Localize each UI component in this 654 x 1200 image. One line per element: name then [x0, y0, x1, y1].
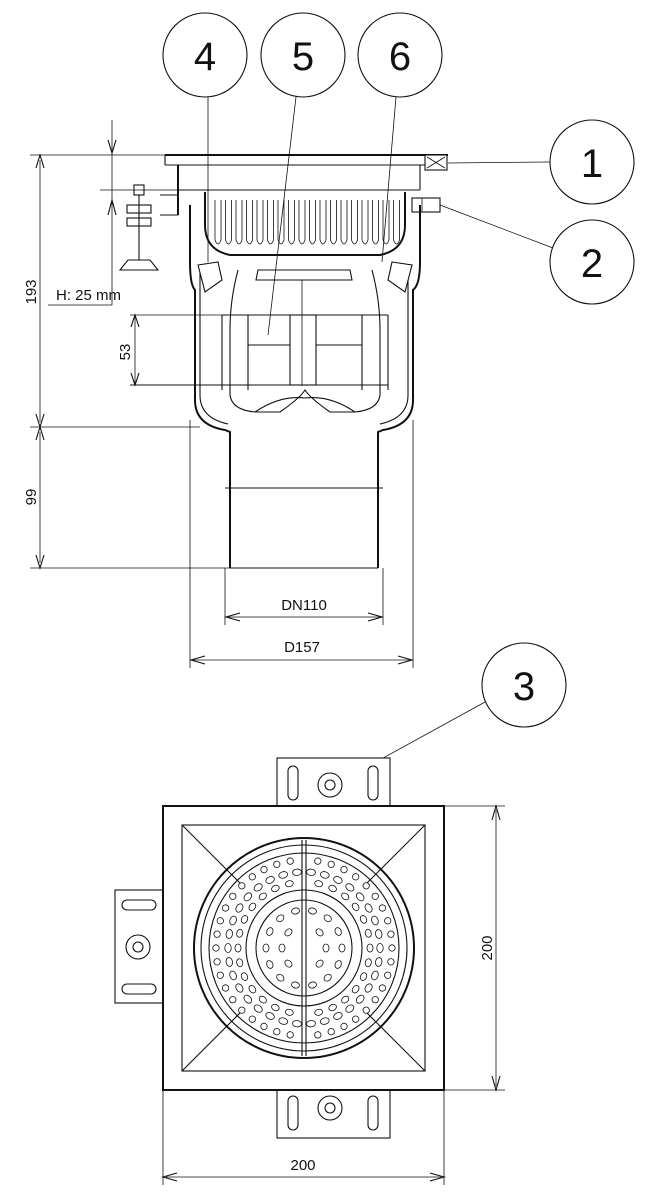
balloons: 4 5 6 1 2 3: [162, 12, 635, 769]
gasket-left: [197, 261, 223, 293]
plan-view: [114, 757, 445, 1139]
balloon-1-label: 1: [581, 142, 603, 186]
balloon-3-label: 3: [513, 665, 535, 709]
bracket-top: [276, 757, 391, 807]
balloon-4-label: 4: [194, 35, 216, 79]
bracket-left: [114, 889, 164, 1004]
plan-frame-inner: [181, 824, 426, 1072]
plan-frame-outer: [162, 805, 445, 1091]
dim-outlet-dn: DN110: [281, 597, 327, 614]
balloon-4: [162, 12, 248, 98]
balloon-6: [357, 12, 443, 98]
balloon-5: [260, 12, 346, 98]
dim-height-adjust: H: 25 mm: [56, 287, 121, 304]
odour-trap: [130, 269, 389, 413]
drain-body: [189, 205, 421, 569]
dim-body-diameter: D157: [284, 639, 320, 656]
balloon-6-label: 6: [389, 35, 411, 79]
side-section-view: 193 H: 25 mm 53 99 DN110 D157: [23, 120, 448, 668]
balloon-5-label: 5: [292, 35, 314, 79]
grating: [204, 192, 406, 256]
dim-outlet-length: 99: [23, 489, 40, 506]
dim-water-seal: 53: [117, 344, 134, 361]
balloon-2: [549, 219, 635, 305]
bracket-bottom: [276, 1089, 391, 1139]
dimension-lines-left: [30, 120, 230, 570]
dim-plan-height: 200: [479, 935, 496, 960]
plan-dimensions: [160, 803, 505, 1185]
round-grate: [193, 837, 415, 1059]
fixing-screw-2: [411, 197, 441, 213]
dimension-lines-bottom: [188, 420, 415, 668]
balloon-2-label: 2: [581, 242, 603, 286]
gasket-right: [387, 261, 413, 293]
trap-core: [289, 314, 317, 386]
dim-plan-width: 200: [290, 1157, 315, 1174]
leveling-foot: [118, 184, 178, 271]
dim-height-total: 193: [23, 279, 40, 304]
balloon-3: [481, 642, 567, 728]
